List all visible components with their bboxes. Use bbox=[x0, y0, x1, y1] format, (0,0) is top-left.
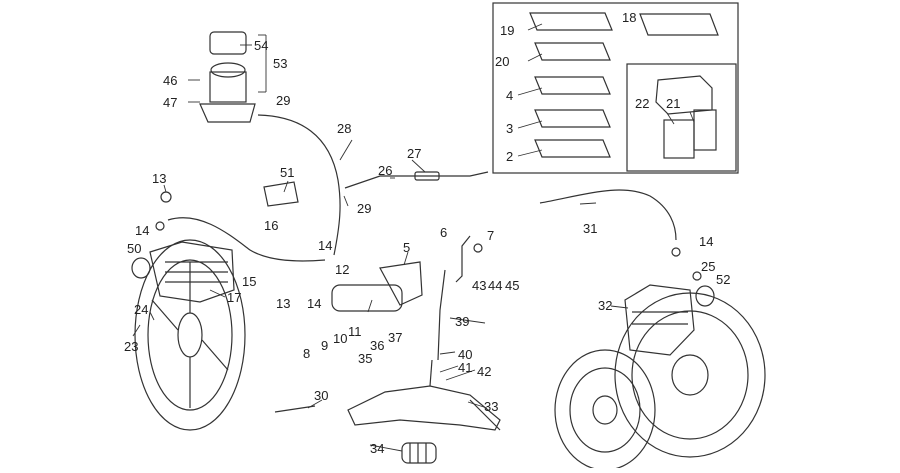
callout-13b: 13 bbox=[276, 296, 290, 311]
callout-14b: 14 bbox=[318, 238, 332, 253]
callout-21: 21 bbox=[666, 96, 680, 111]
callout-labels: 54 53 46 47 29 28 27 26 51 13 29 16 14 1… bbox=[124, 10, 730, 456]
pads-inset-frame bbox=[492, 2, 739, 174]
callout-41: 41 bbox=[458, 360, 472, 375]
clip-27 bbox=[414, 171, 440, 181]
callout-18: 18 bbox=[622, 10, 636, 25]
lever-6 bbox=[455, 235, 471, 283]
callout-32: 32 bbox=[598, 298, 612, 313]
wheel-hub bbox=[554, 349, 656, 471]
callout-52: 52 bbox=[716, 272, 730, 287]
callout-4: 4 bbox=[506, 88, 513, 103]
callout-33: 33 bbox=[484, 399, 498, 414]
callout-3: 3 bbox=[506, 121, 513, 136]
callout-6: 6 bbox=[440, 225, 447, 240]
callout-12: 12 bbox=[335, 262, 349, 277]
callout-36: 36 bbox=[370, 338, 384, 353]
callout-22: 22 bbox=[635, 96, 649, 111]
callout-47: 47 bbox=[163, 95, 177, 110]
callout-24: 24 bbox=[134, 302, 148, 317]
hose-31 bbox=[539, 189, 677, 241]
master-cylinder bbox=[199, 31, 256, 123]
callout-51: 51 bbox=[280, 165, 294, 180]
callout-25: 25 bbox=[701, 259, 715, 274]
callout-39: 39 bbox=[455, 314, 469, 329]
callout-27: 27 bbox=[407, 146, 421, 161]
callout-17: 17 bbox=[227, 290, 241, 305]
decal-sheets bbox=[529, 12, 719, 158]
rear-master-cylinder bbox=[331, 261, 423, 312]
callout-26: 26 bbox=[378, 163, 392, 178]
callout-43: 43 bbox=[472, 278, 486, 293]
callout-29a: 29 bbox=[276, 93, 290, 108]
brake-pedal bbox=[347, 359, 501, 431]
callout-40: 40 bbox=[458, 347, 472, 362]
callout-37: 37 bbox=[388, 330, 402, 345]
callout-45: 45 bbox=[505, 278, 519, 293]
callout-35: 35 bbox=[358, 351, 372, 366]
left-brake-disc bbox=[134, 239, 246, 431]
callout-50: 50 bbox=[127, 241, 141, 256]
callout-28: 28 bbox=[337, 121, 351, 136]
washer-14d bbox=[671, 247, 681, 257]
callout-8: 8 bbox=[303, 346, 310, 361]
switch-51 bbox=[263, 181, 299, 207]
callout-16: 16 bbox=[264, 218, 278, 233]
callout-53: 53 bbox=[273, 56, 287, 71]
callout-20: 20 bbox=[495, 54, 509, 69]
callout-34: 34 bbox=[370, 441, 384, 456]
callout-7: 7 bbox=[487, 228, 494, 243]
brake-pad-inset-frame bbox=[626, 63, 737, 172]
callout-14d: 14 bbox=[699, 234, 713, 249]
hose-28 bbox=[257, 114, 341, 256]
callout-46: 46 bbox=[163, 73, 177, 88]
callout-15: 15 bbox=[242, 274, 256, 289]
callout-42: 42 bbox=[477, 364, 491, 379]
pedal-rubber bbox=[401, 442, 437, 464]
callout-14c: 14 bbox=[307, 296, 321, 311]
pin-30 bbox=[274, 405, 316, 413]
callout-14a: 14 bbox=[135, 223, 149, 238]
right-brake-disc bbox=[614, 292, 766, 458]
callout-19: 19 bbox=[500, 23, 514, 38]
callout-13a: 13 bbox=[152, 171, 166, 186]
push-rod-39 bbox=[437, 269, 446, 361]
cap-52 bbox=[695, 285, 715, 307]
callout-2: 2 bbox=[506, 149, 513, 164]
washer-7 bbox=[473, 243, 483, 253]
callout-30: 30 bbox=[314, 388, 328, 403]
brake-pads bbox=[655, 75, 717, 159]
callout-44: 44 bbox=[488, 278, 502, 293]
washer-25 bbox=[692, 271, 702, 281]
left-caliper bbox=[149, 241, 235, 303]
leader-lines bbox=[132, 23, 695, 452]
callout-5: 5 bbox=[403, 240, 410, 255]
washer-14a bbox=[155, 221, 165, 231]
callout-23: 23 bbox=[124, 339, 138, 354]
callout-10: 10 bbox=[333, 331, 347, 346]
callout-31: 31 bbox=[583, 221, 597, 236]
callout-11: 11 bbox=[348, 324, 362, 339]
cap-50 bbox=[131, 257, 151, 279]
hose-15 bbox=[167, 217, 326, 262]
callout-9: 9 bbox=[321, 338, 328, 353]
hose-26 bbox=[344, 171, 489, 189]
bolt-13 bbox=[160, 191, 172, 203]
callout-54: 54 bbox=[254, 38, 268, 53]
callout-29b: 29 bbox=[357, 201, 371, 216]
